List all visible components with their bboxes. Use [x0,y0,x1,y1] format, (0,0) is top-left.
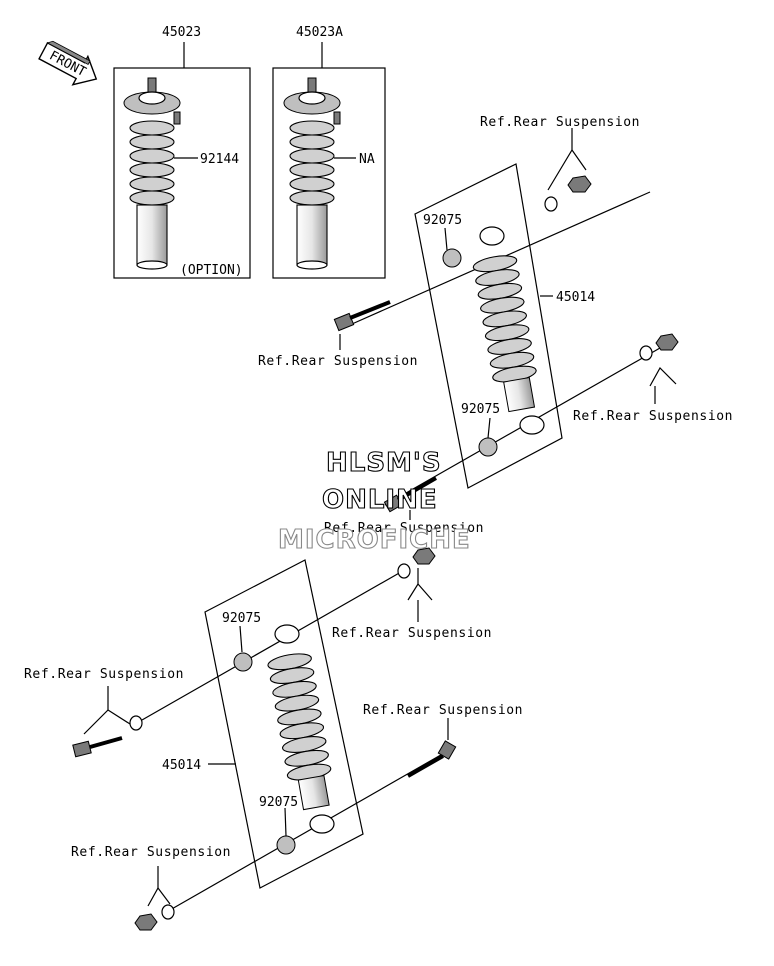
option-box-45023 [113,67,251,279]
ref-rear-suspension-2: Ref.Rear Suspension [258,354,418,369]
ref-rear-suspension-5: Ref.Rear Suspension [332,626,492,641]
ref-rear-suspension-4: Ref.Rear Suspension [324,521,484,536]
na-label: NA [359,152,375,167]
watermark-line-3: MICROFICHE [278,525,471,555]
ref-rear-suspension-3: Ref.Rear Suspension [573,409,733,424]
part-number-92075-c: 92075 [222,611,261,626]
spring-92144 [129,120,175,206]
shock-outline-lower [204,559,364,889]
shock-outline-upper [414,163,563,489]
watermark-line-2: ONLINE [322,485,438,515]
part-number-92075-a: 92075 [423,213,462,228]
part-number-92075-d: 92075 [259,795,298,810]
part-number-45023: 45023 [162,25,201,40]
ref-rear-suspension-8: Ref.Rear Suspension [71,845,231,860]
part-number-92075-b: 92075 [461,402,500,417]
shock-45023a-assembly: 45023A NA [272,25,386,279]
part-number-45023a: 45023A [296,25,343,40]
front-direction-arrow: FRONT [38,40,98,86]
ref-rear-suspension-6: Ref.Rear Suspension [24,667,184,682]
ref-rear-suspension-7: Ref.Rear Suspension [363,703,523,718]
spring-na [289,120,335,206]
shock-45014-lower: 92075 92075 45014 Ref.Rear Suspension Re… [24,547,523,931]
part-number-45014-b: 45014 [162,758,201,773]
part-number-92144: 92144 [200,152,239,167]
watermark: HLSM'S ONLINE MICROFICHE [277,447,471,555]
shock-45023-assembly: 45023 92144 (OPTION) [113,25,251,279]
option-box-45023a [272,67,386,279]
bolt-middle [383,476,438,520]
part-number-45014-a: 45014 [556,290,595,305]
bolt-upper-left [333,300,391,332]
option-label: (OPTION) [180,263,243,278]
watermark-line-1: HLSM'S [326,448,442,478]
ref-rear-suspension-1: Ref.Rear Suspension [480,115,640,130]
